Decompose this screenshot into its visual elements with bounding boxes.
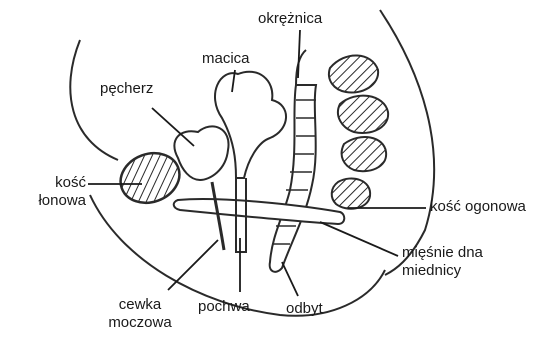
label-urethra: cewka moczowa (104, 296, 176, 332)
vertebra-1 (329, 55, 378, 92)
leader-bladder (152, 108, 194, 146)
leader-pelvic-floor (320, 222, 398, 256)
pelvic-floor-muscles (174, 199, 345, 224)
colon-top (296, 50, 306, 85)
label-anus: odbyt (286, 300, 323, 318)
label-colon: okrężnica (258, 10, 322, 28)
label-pubic-bone-line2: łonowa (30, 192, 86, 210)
label-urethra-line2: moczowa (104, 314, 176, 332)
label-vagina: pochwa (198, 298, 250, 316)
urethra (212, 182, 224, 250)
vertebra-2 (338, 96, 388, 133)
label-tailbone: kość ogonowa (430, 198, 526, 216)
label-pelvic-floor-line1: mięśnie dna (402, 244, 483, 262)
label-pelvic-floor-line2: miednicy (402, 262, 483, 280)
label-pelvic-floor: mięśnie dna miednicy (402, 244, 483, 280)
label-pubic-bone: kość łonowa (30, 174, 86, 210)
body-outline-front (70, 40, 118, 160)
leader-colon (298, 30, 300, 78)
label-pubic-bone-line1: kość (30, 174, 86, 192)
label-bladder: pęcherz (100, 80, 153, 98)
leader-anus (282, 262, 298, 296)
label-uterus: macica (202, 50, 250, 68)
coccyx (332, 178, 370, 208)
leader-urethra (168, 240, 218, 290)
vertebra-3 (342, 137, 387, 171)
body-outline-back (380, 10, 434, 275)
label-urethra-line1: cewka (104, 296, 176, 314)
